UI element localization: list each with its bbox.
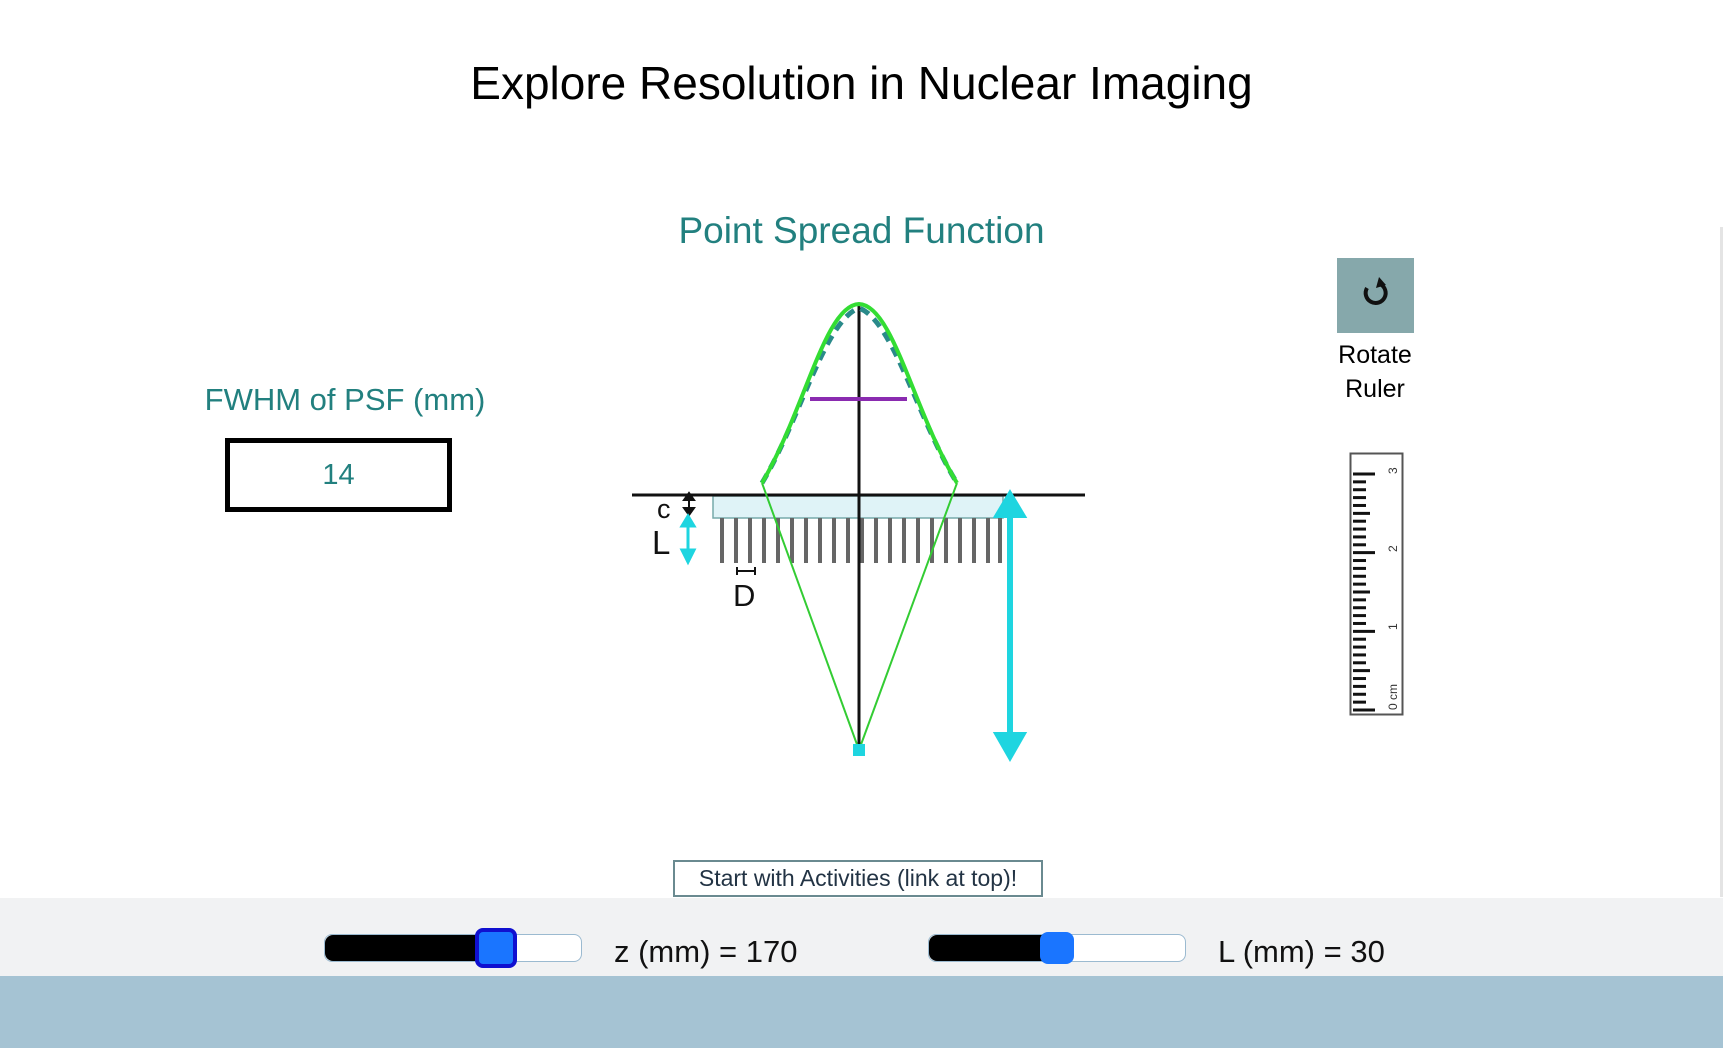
fwhm-value: 14: [322, 458, 355, 491]
L-slider-thumb[interactable]: [1040, 932, 1074, 964]
page-right-edge: [1720, 227, 1723, 897]
fwhm-value-box: 14: [225, 438, 452, 512]
rotate-ruler-button[interactable]: [1337, 258, 1414, 333]
acceptance-cone: [761, 482, 958, 751]
z-slider-thumb[interactable]: [474, 928, 517, 968]
rotate-icon: [1359, 276, 1393, 315]
activities-hint: Start with Activities (link at top)!: [673, 860, 1043, 897]
label-c: c: [657, 494, 671, 524]
z-slider-fill: [325, 935, 496, 961]
ruler-label-1: 1: [1386, 623, 1400, 630]
fwhm-label: FWHM of PSF (mm): [204, 382, 486, 417]
L-slider-fill: [929, 935, 1057, 961]
L-dimension-arrow: [679, 513, 697, 566]
z-slider[interactable]: [324, 928, 582, 968]
ruler-label-0: 0 cm: [1386, 684, 1400, 710]
ruler-label-2: 2: [1386, 545, 1400, 552]
page-title: Explore Resolution in Nuclear Imaging: [470, 57, 1253, 109]
diagram-title: Point Spread Function: [678, 210, 1045, 251]
point-source[interactable]: [853, 744, 865, 756]
collimator-septa: [720, 518, 1002, 563]
L-slider[interactable]: [928, 932, 1186, 964]
ruler-label-3: 3: [1386, 467, 1400, 474]
controls-bar: [0, 898, 1723, 976]
label-D: D: [733, 578, 755, 613]
rotate-ruler-label: Rotate Ruler: [1338, 341, 1412, 403]
label-L: L: [652, 524, 670, 561]
z-slider-label: z (mm) = 170: [614, 934, 798, 969]
psf-curve: [760, 301, 959, 485]
L-slider-label: L (mm) = 30: [1218, 934, 1385, 969]
footer-bar: [0, 976, 1723, 1048]
c-dimension-arrow: [682, 491, 696, 517]
ruler[interactable]: 0 cm 1 2 3: [1349, 452, 1404, 716]
D-dimension-arrow: [736, 567, 756, 575]
z-distance-arrow: [992, 489, 1028, 763]
